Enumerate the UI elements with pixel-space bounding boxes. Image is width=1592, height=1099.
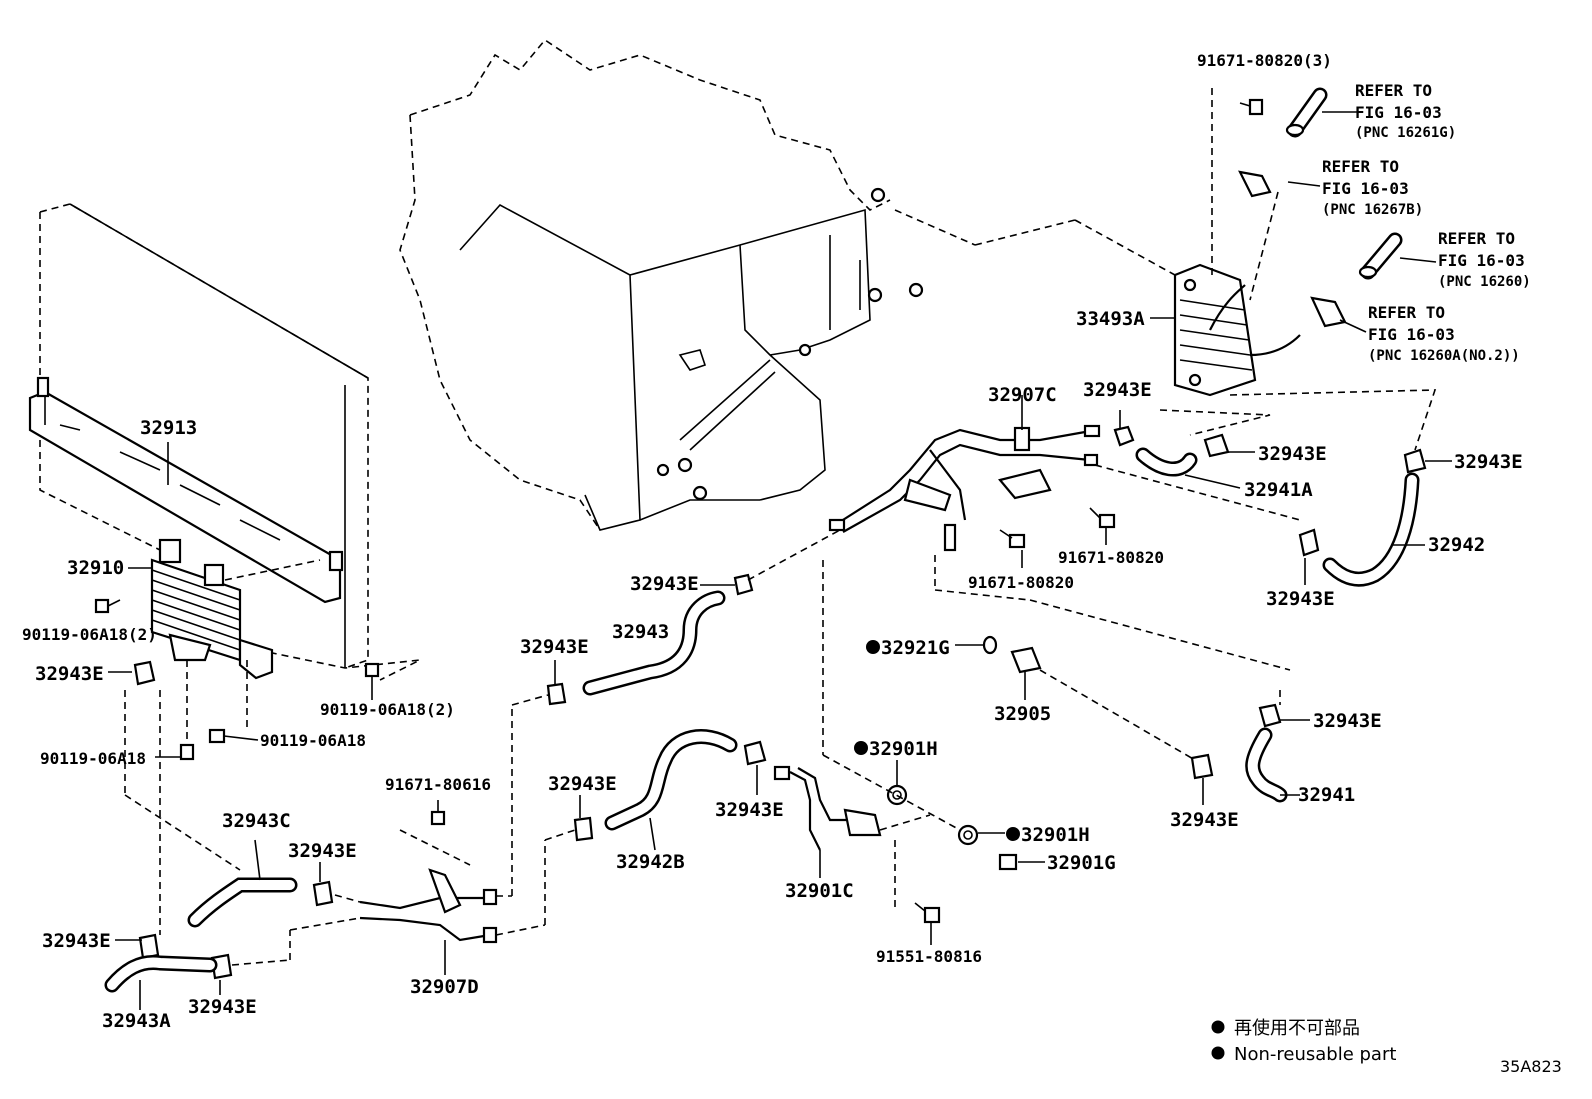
- label-32943A: 32943A: [102, 1010, 171, 1032]
- label-32943E-r3: 32943E: [1454, 451, 1523, 473]
- label-refer3-c: (PNC 16260): [1438, 274, 1531, 290]
- bolt-91671-80616: [430, 800, 446, 826]
- label-refer3-b: FIG 16-03: [1438, 251, 1525, 270]
- bolt-32901G: [998, 853, 1045, 871]
- label-32943E-r5: 32943E: [1313, 710, 1382, 732]
- clips-32943E: [133, 425, 1427, 980]
- label-refer1-a: REFER TO: [1355, 81, 1432, 100]
- label-33493A: 33493A: [1076, 308, 1145, 330]
- pipe-32907C: [828, 395, 1301, 671]
- label-refer4-a: REFER TO: [1368, 303, 1445, 322]
- label-32943E-r2: 32943E: [1258, 443, 1327, 465]
- hose-32943C: [187, 839, 361, 928]
- legend-line-2: Non-reusable part: [1234, 1044, 1396, 1065]
- non-reusable-mark-32901H-a: [854, 741, 868, 755]
- label-refer2-a: REFER TO: [1322, 157, 1399, 176]
- label-90119-06A18-a: 90119-06A18: [260, 731, 366, 750]
- bolt-91671-80820-a: [999, 529, 1026, 549]
- label-32942B: 32942B: [616, 851, 685, 873]
- label-32943E-m3: 32943E: [548, 773, 617, 795]
- label-32943E-m2: 32943E: [520, 636, 589, 658]
- label-32901C: 32901C: [785, 880, 854, 902]
- hose-32943A: [104, 917, 361, 1010]
- label-91671-80616: 91671-80616: [385, 775, 491, 794]
- label-32907C: 32907C: [988, 384, 1057, 406]
- gasket-32901H-b: [957, 824, 1005, 846]
- label-32901G: 32901G: [1047, 852, 1116, 874]
- label-32943E-r4: 32943E: [1266, 588, 1335, 610]
- label-refer4-b: FIG 16-03: [1368, 325, 1455, 344]
- atf-cooler-33493A: [1159, 263, 1437, 451]
- label-32913: 32913: [140, 417, 197, 439]
- figure-code: 35A823: [1500, 1057, 1562, 1076]
- label-32905: 32905: [994, 703, 1051, 725]
- label-32901H-a: 32901H: [869, 738, 938, 760]
- label-refer1-c: (PNC 16261G): [1355, 125, 1456, 141]
- bolt-91671-80820-3: [1239, 98, 1264, 116]
- label-90119-06A18-b: 90119-06A18: [40, 749, 146, 768]
- non-reusable-mark-32921G: [866, 640, 880, 654]
- label-32943E-l1: 32943E: [35, 663, 104, 685]
- label-32943E-l4: 32943E: [188, 996, 257, 1018]
- bracket-32913: [28, 376, 344, 604]
- label-32921G: 32921G: [881, 637, 950, 659]
- transmission-housing: [399, 38, 924, 531]
- label-refer2-b: FIG 16-03: [1322, 179, 1409, 198]
- legend-bullet-2: [1211, 1046, 1225, 1060]
- label-32941A: 32941A: [1244, 479, 1313, 501]
- bolt-90119-06A18-2a: [94, 598, 121, 614]
- oil-cooler-32910: [150, 538, 321, 680]
- non-reusable-mark-32901H-b: [1006, 827, 1020, 841]
- label-32907D: 32907D: [410, 976, 479, 998]
- label-32941: 32941: [1298, 784, 1355, 806]
- label-90119-06A18-2b: 90119-06A18(2): [320, 700, 455, 719]
- label-32943: 32943: [612, 621, 669, 643]
- label-91671-80820-3: 91671-80820(3): [1197, 51, 1332, 70]
- label-32910: 32910: [67, 557, 124, 579]
- bolt-90119-06A18-2b: [364, 662, 380, 700]
- hose-32941A: [1135, 447, 1241, 489]
- label-32943C: 32943C: [222, 810, 291, 832]
- label-32943E-r1: 32943E: [1083, 379, 1152, 401]
- bolt-90119-06A18-a: [208, 728, 259, 744]
- label-refer4-c: (PNC 16260A(NO.2)): [1368, 348, 1520, 364]
- label-91551-80816: 91551-80816: [876, 947, 982, 966]
- label-91671-80820-b: 91671-80820: [1058, 548, 1164, 567]
- label-32942: 32942: [1428, 534, 1485, 556]
- hose-32943: [582, 529, 841, 696]
- hose-32941: [1245, 690, 1300, 803]
- radiator-outline: [39, 203, 421, 681]
- refer-hose-parts: [894, 87, 1437, 333]
- label-90119-06A18-2a: 90119-06A18(2): [22, 625, 157, 644]
- legend-line-1: 再使用不可部品: [1234, 1018, 1360, 1039]
- label-32943E-r6: 32943E: [1170, 809, 1239, 831]
- label-32943E-l2: 32943E: [288, 840, 357, 862]
- pipe-32907D: [359, 694, 576, 975]
- hose-32942B: [604, 729, 738, 851]
- sensor-32905: [955, 635, 1196, 761]
- bolt-91551-80816: [914, 902, 941, 945]
- legend-bullet-1: [1211, 1020, 1225, 1034]
- pipe-32901C: [773, 765, 931, 910]
- label-32943E-l3: 32943E: [42, 930, 111, 952]
- label-91671-80820-a: 91671-80820: [968, 573, 1074, 592]
- bolt-91671-80820-b: [1089, 507, 1116, 529]
- label-32901H-b: 32901H: [1021, 824, 1090, 846]
- label-refer1-b: FIG 16-03: [1355, 103, 1442, 122]
- label-refer3-a: REFER TO: [1438, 229, 1515, 248]
- legend: 再使用不可部品 Non-reusable part: [1211, 1018, 1396, 1065]
- label-refer2-c: (PNC 16267B): [1322, 202, 1423, 218]
- hose-32942: [1322, 472, 1425, 587]
- label-32943E-m1: 32943E: [630, 573, 699, 595]
- label-32943E-m4: 32943E: [715, 799, 784, 821]
